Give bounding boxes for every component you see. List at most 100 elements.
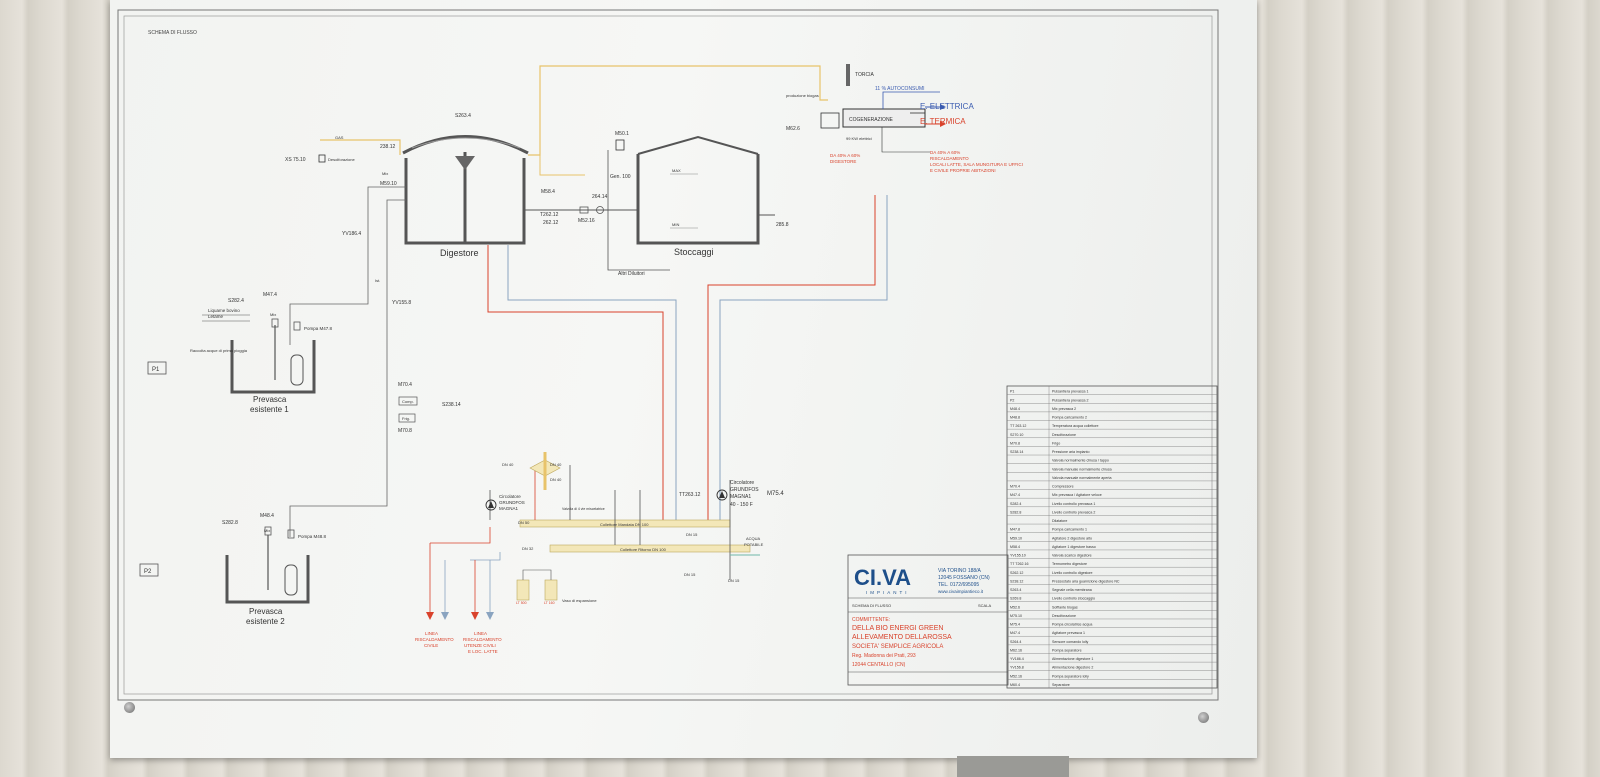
- legend-description: Livello controllo digestore: [1052, 571, 1093, 575]
- legend-description: Mix prevasca 2: [1052, 407, 1076, 411]
- circulator-1-icon: [485, 499, 497, 511]
- legend-code: S264.4: [1010, 640, 1021, 644]
- digestate-pump-icon: [596, 206, 604, 214]
- legend-description: Desolforazione: [1052, 614, 1076, 618]
- hot-water-line-cogen: [707, 195, 876, 520]
- gas-line-2: [528, 65, 828, 156]
- legend-description: Alimentazione digestore 1: [1052, 657, 1093, 661]
- outer-frame: [117, 9, 1219, 701]
- legend-description: Desolforazione: [1052, 433, 1076, 437]
- addr-4: www.civaimpiantieco.it: [938, 589, 984, 594]
- legend-code: S238.14: [1010, 450, 1023, 454]
- legend-code: M70.4: [1010, 485, 1020, 489]
- legend-description: Termometro digestore: [1052, 562, 1087, 566]
- acqua-1: ACQUA: [746, 536, 761, 541]
- frig-label: Frig.: [402, 416, 410, 421]
- flow-diagram-panel: SCHEMA DI FLUSSO Digestore S263.4 238.12…: [110, 0, 1257, 758]
- legend-code: M47.4: [1010, 631, 1020, 635]
- prevasca-1-label-2: esistente 1: [250, 405, 289, 414]
- legend-code: TT T262.16: [1010, 562, 1028, 566]
- cogeneration-kw: 99 KW elettrici: [846, 136, 872, 141]
- legend-code: S282.8: [1010, 510, 1021, 514]
- pompa-m478: Pompa M47.8: [304, 326, 333, 331]
- legend-description: Compressore: [1052, 485, 1074, 489]
- legend-code: S263.4: [1010, 588, 1021, 592]
- liquame-label: Liquame bovino: [208, 308, 240, 313]
- acqua-2: POTABILE: [744, 542, 764, 547]
- termica-label: E. TERMICA: [920, 117, 966, 126]
- screw-icon: [1198, 712, 1209, 723]
- legend-description: Segnale cella membrana: [1052, 588, 1092, 592]
- legend-description: Soffiante biogas: [1052, 605, 1078, 609]
- linea2-2: RISCALDAMENTO: [463, 637, 502, 642]
- legend-description: Valvola manuale normalmente aperta: [1052, 476, 1111, 480]
- gas-line-1: [320, 139, 401, 155]
- return-line-cogen: [719, 195, 888, 520]
- legend-description: Livello controllo stoccaggio: [1052, 597, 1095, 601]
- digester-label: Digestore: [440, 248, 479, 258]
- dn40-c: DN 40: [550, 477, 562, 482]
- manifold-return: [549, 544, 751, 553]
- code-altri: Altri Diluitori: [618, 271, 645, 277]
- circ1-line1: Circolatore: [499, 494, 521, 499]
- code-xs: XS 75.10: [285, 157, 306, 163]
- code-m501: M50.1: [615, 131, 629, 137]
- committente-3: SOCIETA' SEMPLICE AGRICOLA: [852, 644, 943, 650]
- legend-code: M75.4: [1010, 623, 1020, 627]
- legend-code: M58.4: [1010, 545, 1020, 549]
- dn15-b: DN 15: [684, 572, 696, 577]
- tb-schema: SCHEMA DI FLUSSO: [852, 603, 891, 608]
- legend-description: Alimentazione digestore 2: [1052, 666, 1093, 670]
- lt2-label: LT 160: [544, 601, 555, 605]
- legend-description: Livello controllo prevasca 2: [1052, 510, 1095, 514]
- code-m626: M62.6: [786, 126, 800, 132]
- legend-code: M62.16: [1010, 648, 1022, 652]
- legend-code: YV155.10: [1010, 554, 1026, 558]
- code-m5216: M52.16: [578, 218, 595, 224]
- code-desolf: Desolforazione: [328, 157, 355, 162]
- prevasca-1-label-1: Prevasca: [253, 395, 287, 404]
- legend-code: P1: [1010, 390, 1014, 394]
- code-t26212: T262.12: [540, 212, 559, 218]
- legend-description: Pressione aria impianto: [1052, 450, 1090, 454]
- vaso-label: Vaso di espansione: [562, 598, 597, 603]
- code-yv1864: YV186.4: [342, 231, 361, 237]
- legend-description: Dilatatore: [1052, 519, 1067, 523]
- left-note-2: DIGESTORE: [830, 159, 856, 164]
- legend-description: Separatore: [1052, 683, 1070, 687]
- committente-2: ALLEVAMENTO DELLAROSSA: [852, 634, 952, 641]
- prevasca-2-label-2: esistente 2: [246, 617, 285, 626]
- code-s23812: 238.12: [380, 144, 396, 150]
- committente-1: DELLA BIO ENERGI GREEN: [852, 625, 943, 632]
- legend-description: Agitatore 2 digestore alto: [1052, 536, 1092, 540]
- code-m484: M48.4: [260, 513, 274, 519]
- legend-code: M52.6: [1010, 605, 1020, 609]
- dn50-a: DN 50: [518, 520, 530, 525]
- torch-label: TORCIA: [855, 72, 874, 78]
- compressor-box: [398, 396, 418, 406]
- legend-code: S270.10: [1010, 433, 1023, 437]
- legend-code: M59.10: [1010, 536, 1022, 540]
- legend-code: S282.4: [1010, 502, 1021, 506]
- legend-description: Mix prevasca / Agitatore veloce: [1052, 493, 1102, 497]
- linea2-4: E LOC. LATTE: [468, 649, 498, 654]
- linea1-2: RISCALDAMENTO: [415, 637, 454, 642]
- dn15-c: DN 15: [728, 578, 740, 583]
- p1-label: P1: [152, 367, 160, 373]
- legend-description: Valvola normalmente chiusa / tappo: [1052, 459, 1109, 463]
- legend-code: M60.4: [1010, 683, 1020, 687]
- cogeneration-label: COGENERAZIONE: [849, 117, 894, 123]
- code-s2828: S282.8: [222, 520, 238, 526]
- legend-description: Pompa circolatrice acqua: [1052, 623, 1092, 627]
- legend-description: Pompa separatore: [1052, 648, 1082, 652]
- legend-code: YV186.4: [1010, 657, 1024, 661]
- legend-description: Livello controllo prevasca 1: [1052, 502, 1095, 506]
- legend-code: M48.4: [1010, 407, 1020, 411]
- legend-code: TT 263.12: [1010, 424, 1026, 428]
- code-s2858: 285.8: [776, 222, 789, 228]
- addr-1: VIA TORINO 188/A: [938, 568, 982, 574]
- code-m704: M70.4: [398, 382, 412, 388]
- dn32-a: DN 32: [522, 546, 534, 551]
- dn15-a: DN 15: [686, 532, 698, 537]
- code-s2634: S263.4: [455, 113, 471, 119]
